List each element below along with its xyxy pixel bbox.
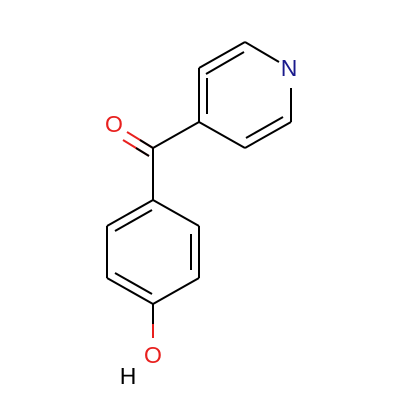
bond-ring-carbonyl <box>152 121 200 149</box>
bond-c5-c6 <box>244 121 292 149</box>
phenol-ring <box>106 148 200 305</box>
bond-carbonyl-c-2 <box>135 147 150 157</box>
hydroxyl-hydrogen-label: H <box>120 363 137 389</box>
hydroxyl-oxygen-label: O <box>144 342 162 368</box>
bond-c5-c6-inner <box>245 116 284 139</box>
bond-p3-p4 <box>106 277 154 305</box>
carbonyl-oxygen-label: O <box>105 111 123 137</box>
bond-p1-p2 <box>106 199 154 227</box>
bond-p6-p1 <box>152 199 200 227</box>
bond-p4-p5 <box>152 277 200 305</box>
pyridine-ring <box>198 41 292 149</box>
bond-p1-p2-inner <box>114 209 153 232</box>
nitrogen-atom-label: N <box>281 55 298 81</box>
bond-c3-c4-inner <box>205 51 245 75</box>
bond-c4a-c5 <box>198 121 246 149</box>
bond-n-c2 <box>244 41 280 63</box>
bond-p3-p4-inner <box>114 272 153 295</box>
bond-carbonyl-c-1 <box>139 139 154 149</box>
bond-c3-c4 <box>198 41 246 69</box>
carbonyl-group <box>122 121 200 157</box>
